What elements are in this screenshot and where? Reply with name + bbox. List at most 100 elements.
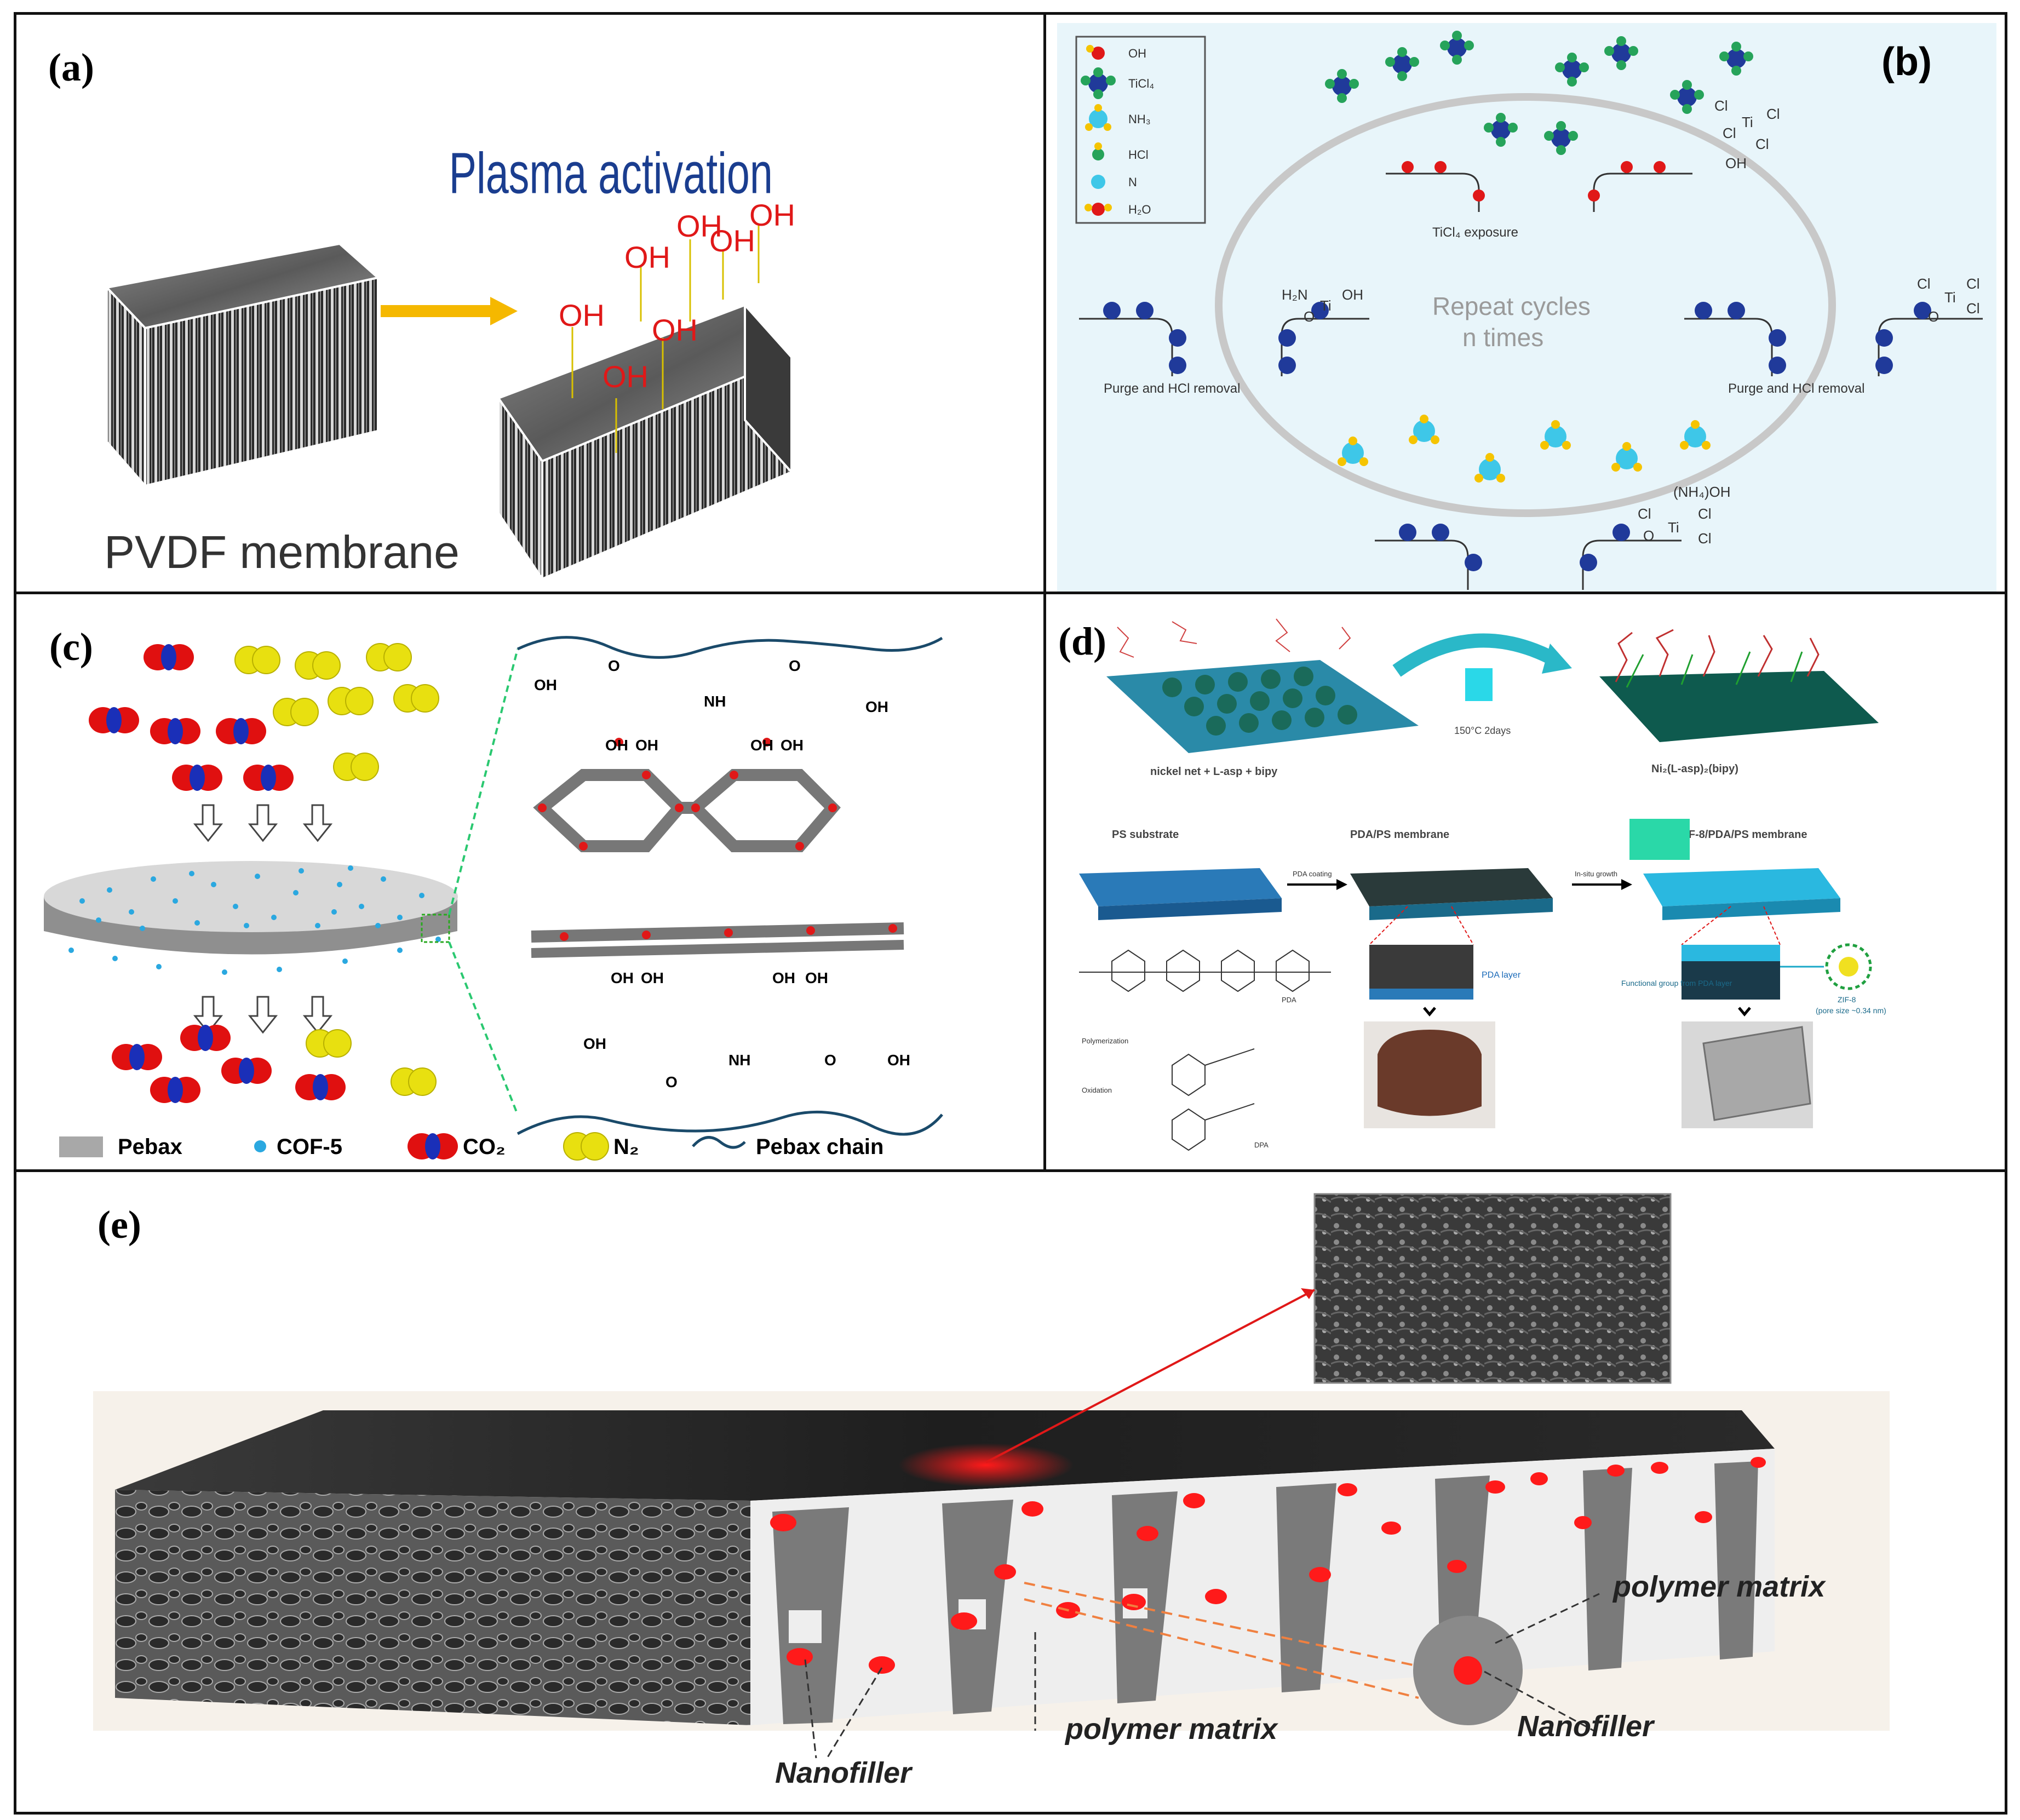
cof-5-framework bbox=[531, 738, 904, 958]
pda-zoom bbox=[1369, 906, 1474, 1000]
oh-label: OH bbox=[709, 223, 755, 258]
legend-n: N bbox=[1128, 175, 1137, 189]
zif-membrane bbox=[1643, 868, 1840, 920]
co2-molecules-bottom bbox=[112, 1025, 346, 1103]
oh-label: OH bbox=[624, 240, 670, 274]
svg-text:Cl: Cl bbox=[1755, 136, 1769, 152]
permeation-arrows-bottom bbox=[193, 996, 333, 1034]
svg-text:Cl: Cl bbox=[1723, 125, 1736, 141]
zoom-line bbox=[985, 1289, 1315, 1463]
panel-e-figure: polymer matrix polymer matrix Nanofiller… bbox=[93, 1193, 1890, 1789]
repeat-cycles-text: Repeat cycles bbox=[1432, 292, 1591, 320]
ps-substrate bbox=[1079, 868, 1282, 920]
nh3-molecules bbox=[1338, 415, 1711, 483]
svg-text:OH: OH bbox=[887, 1052, 910, 1069]
svg-text:Cl: Cl bbox=[1698, 530, 1712, 547]
pda-ps-title: PDA/PS membrane bbox=[1350, 829, 1449, 841]
oxidation-label: Oxidation bbox=[1082, 1086, 1112, 1094]
svg-text:OH: OH bbox=[865, 698, 888, 715]
functional-group-label: Functional group from PDA layer bbox=[1621, 979, 1732, 987]
svg-text:NH: NH bbox=[728, 1052, 750, 1069]
svg-text:Cl: Cl bbox=[1766, 106, 1780, 122]
svg-text:OH: OH bbox=[641, 969, 664, 986]
panel-c-legend: Pebax COF-5 CO₂ N₂ Pebax chain bbox=[59, 1132, 883, 1161]
panel-b: OH TiCl₄ NH₃ HCl N H₂O (b) Repeat cycles… bbox=[1043, 12, 2007, 594]
ticl4-molecules bbox=[1325, 31, 1753, 155]
svg-text:Cl: Cl bbox=[1638, 506, 1651, 522]
svg-text:O: O bbox=[665, 1073, 678, 1090]
legend-co2: CO₂ bbox=[463, 1135, 506, 1159]
panel-b-label: (b) bbox=[1881, 40, 1932, 84]
membrane-porous-side bbox=[115, 1490, 750, 1725]
permeation-arrows-top bbox=[193, 804, 333, 842]
highlight-spot bbox=[898, 1443, 1074, 1487]
pvdf-block-left bbox=[105, 242, 381, 489]
svg-text:OH: OH bbox=[750, 737, 773, 754]
svg-text:NH: NH bbox=[704, 693, 726, 710]
sem-inset-image bbox=[1313, 1193, 1672, 1384]
n2-molecules-top bbox=[234, 643, 439, 781]
pvdf-membrane-label: PVDF membrane bbox=[104, 526, 460, 578]
oh-label: OH bbox=[652, 313, 698, 347]
co2-molecules-top bbox=[89, 644, 294, 791]
svg-text:Ti: Ti bbox=[1320, 297, 1332, 314]
svg-text:Ti: Ti bbox=[1668, 519, 1679, 536]
svg-text:(NH₄)OH: (NH₄)OH bbox=[1673, 484, 1730, 500]
in-situ-label: In-situ growth bbox=[1575, 870, 1617, 878]
plasma-activation-title: Plasma activation bbox=[449, 141, 773, 205]
legend-hcl: HCl bbox=[1128, 148, 1149, 162]
legend-nh3: NH₃ bbox=[1128, 112, 1151, 126]
oh-label: OH bbox=[559, 298, 605, 332]
svg-text:O: O bbox=[1304, 308, 1315, 325]
pda-membrane-photo bbox=[1364, 1021, 1495, 1128]
legend-pebax-chain: Pebax chain bbox=[756, 1135, 883, 1159]
panel-e-label: (e) bbox=[97, 1203, 141, 1247]
pda-chemistry bbox=[1079, 949, 1331, 1151]
svg-text:OH: OH bbox=[534, 676, 557, 693]
svg-text:O: O bbox=[824, 1052, 836, 1069]
ps-substrate-title: PS substrate bbox=[1112, 829, 1179, 841]
panel-a-figure: Plasma activation OH OH OH OH OH OH OH bbox=[104, 141, 795, 583]
nickel-net-caption: nickel net + L-asp + bipy bbox=[1150, 766, 1278, 778]
legend-n2: N₂ bbox=[613, 1135, 639, 1159]
oh-groups bbox=[571, 226, 760, 453]
svg-text:OH: OH bbox=[805, 969, 828, 986]
polymer-matrix-label-center: polymer matrix bbox=[1064, 1713, 1278, 1746]
oh-label: OH bbox=[749, 198, 795, 232]
ticl4-exposure-label: TiCl₄ exposure bbox=[1432, 225, 1518, 240]
panel-c-label: (c) bbox=[49, 625, 93, 669]
nickel-net bbox=[1106, 618, 1419, 753]
dpa-label: DPA bbox=[1254, 1141, 1269, 1149]
oh-label: OH bbox=[602, 359, 649, 394]
oh-label: OH bbox=[676, 209, 722, 243]
nanofiller-particles bbox=[770, 1457, 1766, 1674]
panel-a-label: (a) bbox=[48, 45, 94, 89]
pebax-chain-top bbox=[517, 636, 943, 659]
legend-ticl4: TiCl₄ bbox=[1128, 77, 1154, 90]
autoclave-arrow bbox=[1392, 633, 1572, 701]
pda-layer-label: PDA layer bbox=[1482, 971, 1521, 980]
svg-text:Cl: Cl bbox=[1966, 275, 1980, 292]
pda-struct-label: PDA bbox=[1282, 996, 1296, 1004]
pore-size-label: (pore size ~0.34 nm) bbox=[1816, 1006, 1886, 1015]
zif-membrane-photo bbox=[1682, 1021, 1813, 1128]
pebax-membrane-disk bbox=[44, 648, 519, 1115]
ni-mof-caption: Ni₂(L-asp)₂(bipy) bbox=[1651, 763, 1738, 775]
purge-label-left: Purge and HCl removal bbox=[1104, 381, 1240, 396]
pda-coating-label: PDA coating bbox=[1293, 870, 1332, 878]
zif-title: ZIF-8/PDA/PS membrane bbox=[1679, 829, 1807, 841]
pebax-chain-bottom bbox=[517, 1110, 943, 1136]
ald-legend: OH TiCl₄ NH₃ HCl N H₂O bbox=[1075, 36, 1206, 224]
svg-text:O: O bbox=[608, 657, 620, 674]
svg-text:O: O bbox=[1928, 308, 1939, 325]
svg-text:OH: OH bbox=[635, 737, 658, 754]
svg-text:OH: OH bbox=[781, 737, 804, 754]
zif8-label: ZIF-8 bbox=[1838, 995, 1856, 1004]
panel-d-figure: 150°C 2days nickel net + L-asp + bipy Ni… bbox=[1079, 618, 1886, 1151]
legend-pebax: Pebax bbox=[118, 1135, 182, 1159]
ald-cycle-ring bbox=[1215, 93, 1836, 517]
svg-text:O: O bbox=[1643, 527, 1654, 544]
oh-labels: OH OH OH OH OH OH OH bbox=[559, 198, 795, 394]
